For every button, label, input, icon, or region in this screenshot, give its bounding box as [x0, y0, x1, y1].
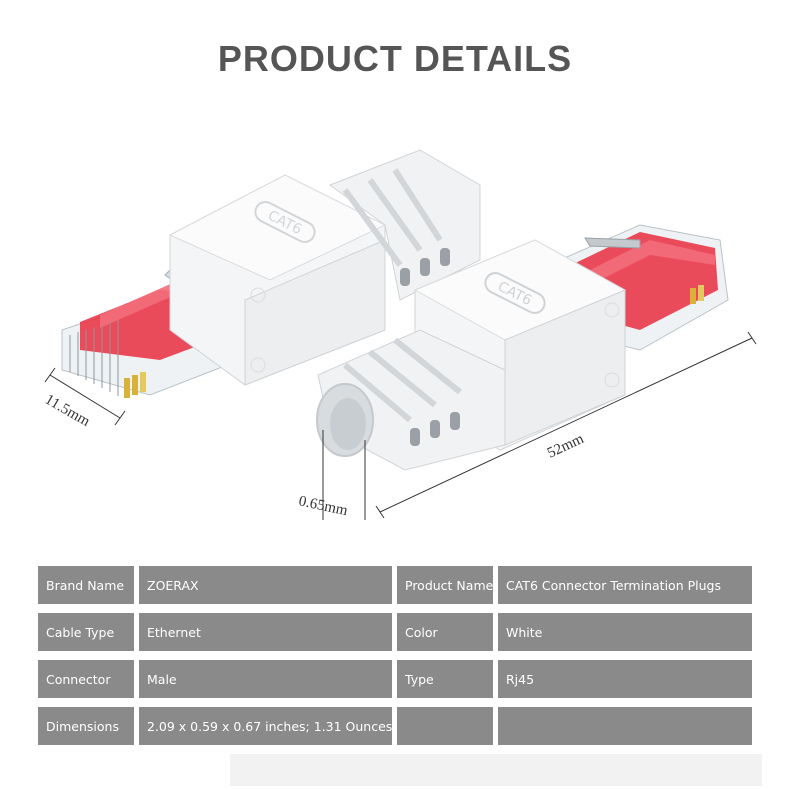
right-plug: CAT6 [316, 224, 729, 471]
spec-value-brand-name: ZOERAX [139, 566, 392, 604]
spec-value-cable-type: Ethernet [139, 613, 392, 651]
left-plug: CAT6 [61, 149, 481, 398]
spec-label-color: Color [397, 613, 493, 651]
spec-label-product-name: Product Name [397, 566, 493, 604]
right-plug-gold-pins [690, 285, 704, 304]
page-title: PRODUCT DETAILS [217, 38, 573, 79]
spec-label-dimensions: Dimensions [38, 707, 134, 745]
spec-value-color: White [498, 613, 752, 651]
spec-value-connector: Male [139, 660, 392, 698]
spec-value-product-name: CAT6 Connector Termination Plugs [498, 566, 752, 604]
spec-label-brand-name: Brand Name [38, 566, 134, 604]
left-plug-gold-pins [124, 372, 146, 398]
footer-bar [230, 754, 762, 786]
spec-label-empty [397, 707, 493, 745]
spec-value-dimensions: 2.09 x 0.59 x 0.67 inches; 1.31 Ounces [139, 707, 392, 745]
spec-value-type: Rj45 [498, 660, 752, 698]
dimension-lines [44, 331, 757, 520]
product-illustration: CAT6 CAT6 [42, 149, 757, 520]
spec-label-type: Type [397, 660, 493, 698]
spec-value-empty [498, 707, 752, 745]
spec-label-connector: Connector [38, 660, 134, 698]
spec-label-cable-type: Cable Type [38, 613, 134, 651]
